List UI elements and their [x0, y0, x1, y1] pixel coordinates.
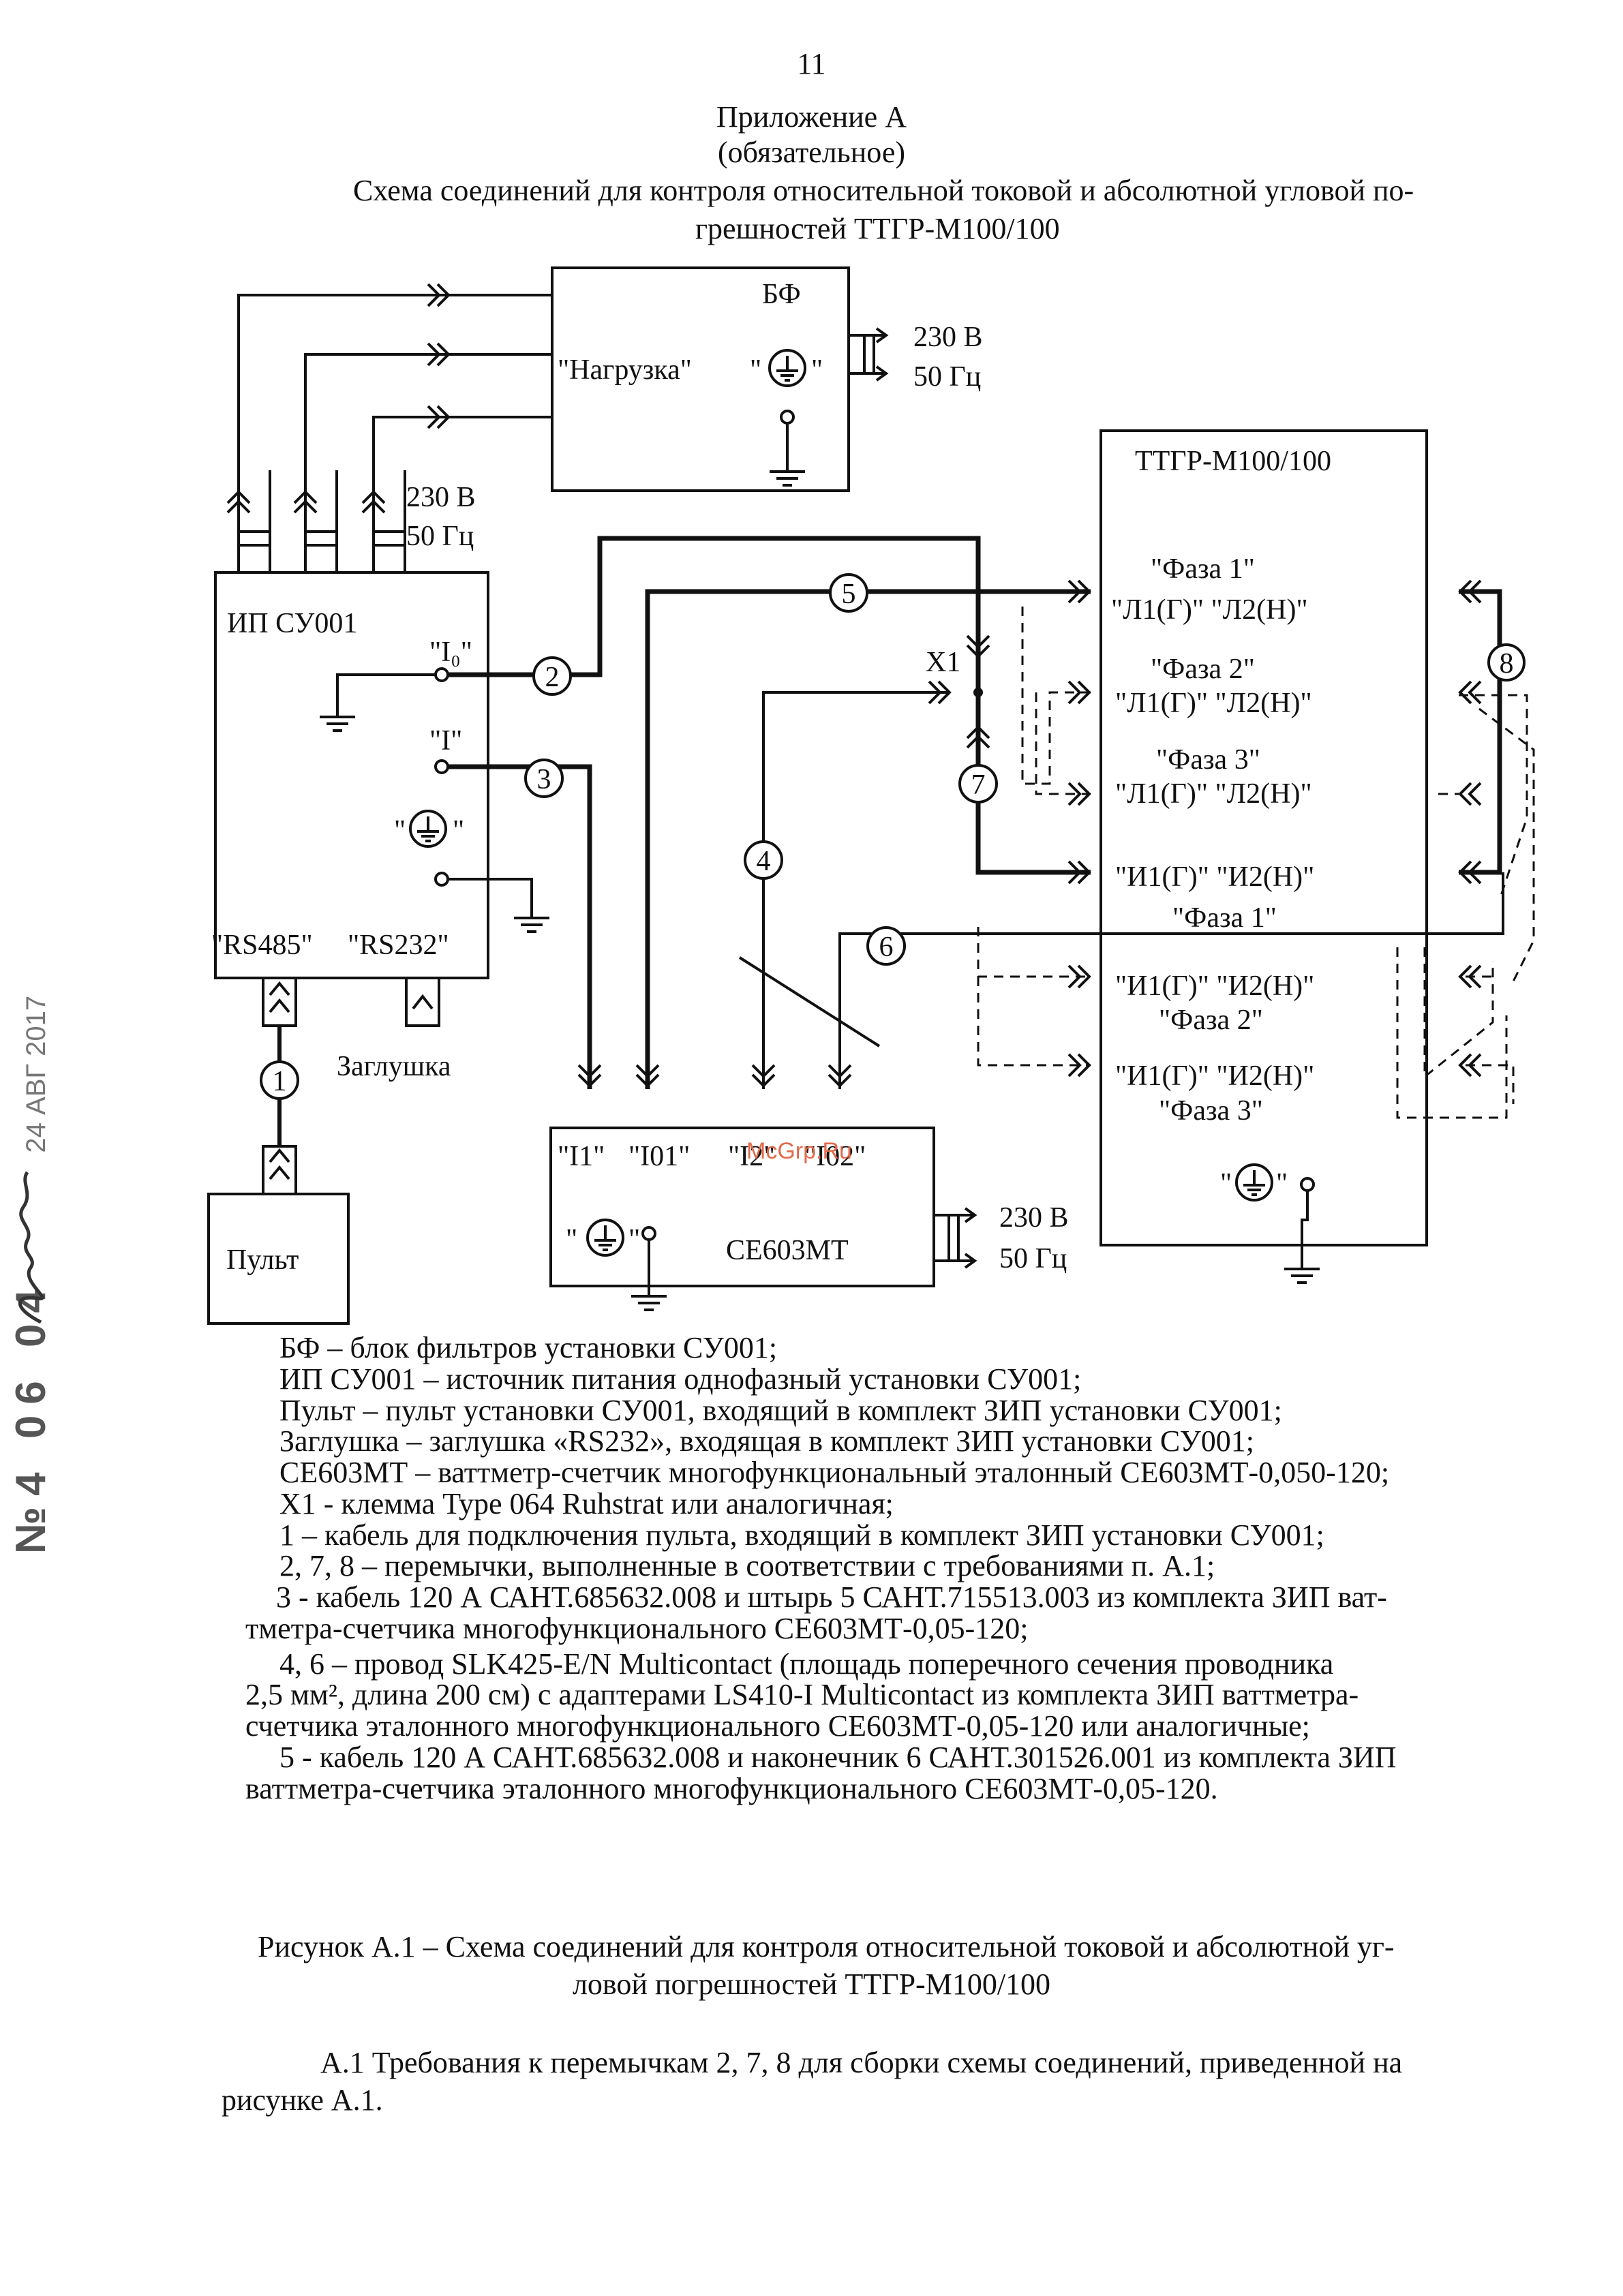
ip-gnd-quote-close: ": [453, 815, 464, 846]
ip-label: ИП СУ001: [227, 608, 357, 639]
bf-voltage: 230 В: [913, 322, 983, 353]
ttgr-gnd-quote-open: ": [1220, 1168, 1232, 1199]
ip-i-label: "I": [429, 725, 462, 756]
bf-gnd-quote-close: ": [811, 354, 823, 386]
legend-item: 2,5 мм², длина 200 см) с адаптерами LS41…: [245, 1678, 1359, 1712]
marker-6: 6: [879, 932, 894, 963]
ttgr-ground-icon: [1283, 1268, 1321, 1284]
stamp-date: 24 АВГ 2017: [21, 995, 51, 1153]
bf-ground-symbol-icon: [768, 349, 806, 387]
marker-4: 4: [757, 846, 771, 877]
ttgr-i-phase2: "Фаза 2": [1159, 1005, 1263, 1036]
ttgr-label: ТТГР-М100/100: [1135, 446, 1331, 477]
legend: БФ – блок фильтров установки СУ001; ИП С…: [245, 1331, 1397, 1804]
ip-voltage: 230 В: [406, 482, 476, 513]
page-number: 11: [797, 47, 826, 80]
ttgr-l-row2: "Л1(Г)" "Л2(Н)": [1115, 688, 1312, 719]
bf-ground-icon: [768, 470, 806, 487]
ip-i0-ground-icon: [318, 716, 357, 732]
legend-item: 5 - кабель 120 А САНТ.685632.008 и након…: [279, 1740, 1397, 1774]
appendix-status: (обязательное): [718, 136, 905, 169]
ttgr-i-row2: "И1(Г)" "И2(Н)": [1115, 970, 1314, 1002]
ce-label: СЕ603МТ: [726, 1235, 849, 1266]
appendix-title: Приложение А: [716, 100, 907, 134]
ip-ground-icon: [513, 917, 551, 933]
legend-item: Заглушка – заглушка «RS232», входящая в …: [279, 1424, 1254, 1458]
ce-ground-icon: [630, 1295, 668, 1311]
ce-i01-label: "I01": [628, 1141, 690, 1172]
section-line1: А.1 Требования к перемычкам 2, 7, 8 для …: [320, 2046, 1403, 2079]
marker-1: 1: [273, 1066, 287, 1097]
legend-item: ваттметра-счетчика эталонного многофункц…: [245, 1771, 1218, 1805]
ce-i2-label: "I2": [728, 1141, 775, 1172]
ce-voltage: 230 В: [999, 1202, 1069, 1234]
bf-load-label: "Нагрузка": [558, 354, 692, 386]
ce-i02-label: "I02": [804, 1141, 866, 1172]
figure-caption-line2: ловой погрешностей ТТГР-М100/100: [572, 1968, 1051, 2001]
ttgr-l-row1: "Л1(Г)" "Л2(Н)": [1111, 594, 1308, 626]
ttgr-i-phase3: "Фаза 3": [1159, 1095, 1263, 1127]
x1-label: X1: [926, 647, 960, 678]
watermark: McGrp.Ru: [746, 1138, 852, 1164]
ce603mt-block: [549, 1127, 935, 1287]
bf-gnd-quote-open: ": [750, 354, 761, 386]
ttgr-l-row3: "Л1(Г)" "Л2(Н)": [1115, 778, 1312, 810]
legend-item: СЕ603МТ – ваттметр-счетчик многофункцион…: [279, 1456, 1390, 1489]
signature-icon: [18, 1171, 44, 1324]
legend-item: счетчика эталонного многофункционального…: [245, 1709, 1310, 1743]
ip-rs232-label: "RS232": [348, 930, 449, 961]
figure-caption-line1: Рисунок А.1 – Схема соединений для контр…: [258, 1930, 1395, 1963]
legend-item: Х1 - клемма Type 064 Ruhstrat или аналог…: [279, 1486, 894, 1520]
marker-2: 2: [545, 662, 560, 693]
ttgr-i-phase1: "Фаза 1": [1172, 902, 1277, 934]
pult-block: [207, 1193, 350, 1325]
ttgr-gnd-quote-close: ": [1276, 1168, 1288, 1199]
ip-frequency: 50 Гц: [406, 521, 474, 552]
bf-frequency: 50 Гц: [913, 361, 981, 393]
legend-item: Пульт – пульт установки СУ001, входящий …: [279, 1393, 1282, 1427]
marker-7: 7: [971, 769, 986, 801]
zaglushka-label: Заглушка: [337, 1051, 451, 1082]
legend-item: 3 - кабель 120 А САНТ.685632.008 и штырь…: [276, 1580, 1387, 1614]
ce-frequency: 50 Гц: [999, 1243, 1067, 1274]
marker-5: 5: [842, 579, 856, 610]
ce-gnd-quote-open: ": [566, 1224, 577, 1255]
ce-gnd-quote-close: ": [628, 1224, 640, 1255]
marker-3: 3: [537, 764, 551, 795]
legend-item: 1 – кабель для подключения пульта, входя…: [279, 1518, 1324, 1552]
ttgr-i-row1: "И1(Г)" "И2(Н)": [1115, 861, 1314, 893]
ttgr-block: [1099, 429, 1428, 1246]
ce-ground-symbol-icon: [586, 1219, 624, 1257]
ip-i0-label: "I₀": [429, 637, 472, 668]
archive-stamp: №4 06 04 24 АВГ 2017: [7, 996, 55, 1554]
ce-i1-label: "I1": [558, 1141, 605, 1172]
ip-gnd-quote-open: ": [394, 815, 406, 846]
ip-block: [214, 571, 489, 979]
bf-label: БФ: [762, 279, 801, 310]
bf-block: [551, 266, 850, 492]
section-line2: рисунке А.1.: [222, 2083, 383, 2117]
pult-label: Пульт: [226, 1244, 299, 1276]
legend-item: БФ – блок фильтров установки СУ001;: [279, 1331, 778, 1364]
legend-item: ИП СУ001 – источник питания однофазный у…: [279, 1362, 1082, 1396]
ttgr-i-row3: "И1(Г)" "И2(Н)": [1115, 1060, 1314, 1092]
ip-rs485-label: "RS485": [211, 930, 313, 961]
legend-item: 2, 7, 8 – перемычки, выполненные в соотв…: [279, 1549, 1215, 1583]
ip-ground-symbol-icon: [409, 810, 447, 848]
ttgr-phase1: "Фаза 1": [1151, 553, 1255, 585]
appendix-heading-line1: Схема соединений для контроля относитель…: [353, 174, 1414, 207]
legend-item: тметра-счетчика многофункционального СЕ6…: [245, 1611, 1029, 1645]
ttgr-phase3: "Фаза 3": [1156, 744, 1260, 776]
appendix-heading-line2: грешностей ТТГР-М100/100: [695, 212, 1060, 245]
connection-diagram: БФ "Нагрузка" " " 230 В 50 Гц 230 В 50 Г…: [207, 266, 1535, 1325]
ttgr-phase2: "Фаза 2": [1151, 654, 1255, 685]
marker-8: 8: [1500, 648, 1514, 679]
ttgr-ground-symbol-icon: [1235, 1163, 1273, 1201]
legend-item: 4, 6 – провод SLK425-E/N Multicontact (п…: [279, 1647, 1334, 1681]
